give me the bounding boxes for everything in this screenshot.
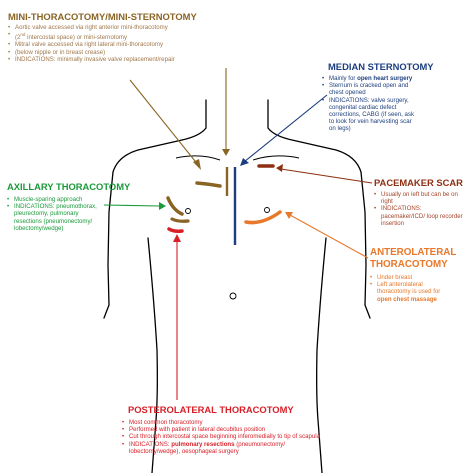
median-sternotomy-box: MEDIAN STERNOTOMY Mainly for open heart … [322,61,472,133]
posterolateral-item-2: Performed with patient in lateral decubi… [122,426,422,433]
arrow-median [240,94,328,166]
nipple-right [264,207,270,213]
arrow-pacemaker [276,164,373,184]
axillary-box: AXILLARY THORACOTOMY Muscle-sparing appr… [7,181,131,232]
posterolateral-list: Most common thoracotomy Performed with p… [122,419,422,455]
mini-item-1: Aortic valve accessed via right anterior… [8,24,270,31]
median-sternotomy-list: Mainly for open heart surgery Sternum is… [322,75,472,133]
axillary-title: AXILLARY THORACOTOMY [7,181,131,192]
clavicle-left [175,155,221,161]
anterolateral-item-1: Under breast [370,274,472,281]
posterolateral-item-1: Most common thoracotomy [122,419,422,426]
mini-thoracotomy-title: MINI-THORACOTOMY/MINI-STERNOTOMY [8,11,197,22]
mini-thoracotomy-box: MINI-THORACOTOMY/MINI-STERNOTOMY Aortic … [8,11,270,63]
axillary-item-1: Muscle-sparing approach [7,196,127,203]
median-sternotomy-title: MEDIAN STERNOTOMY [328,61,434,72]
scar-posterolateral [167,227,184,233]
clavicle-right [252,155,300,161]
median-item-1: Mainly for open heart surgery [322,75,472,82]
navel [229,292,237,300]
nipple-left [185,208,191,214]
axillary-list: Muscle-sparing approach INDICATIONS: pne… [7,196,127,232]
posterolateral-item-4: INDICATIONS: pulmonary resections (pneum… [122,441,422,455]
anterolateral-list: Under breast Left anterolateralthoracoto… [370,274,472,303]
median-item-3: INDICATIONS: valve surgery,congenital ca… [322,97,472,133]
scar-mini-thoracotomy [195,181,222,188]
arrow-anterolateral [285,212,369,259]
scar-axillary-marker [170,217,190,223]
arrow-mini [129,68,230,170]
scar-axillary [166,196,184,216]
mini-item-3: Mitral valve accessed via right lateral … [8,41,270,48]
mini-item-4: (below nipple or in breast crease) [8,49,270,56]
pacemaker-item-2: INDICATIONS:pacemaker/ICD/ loop recorder… [374,205,472,227]
mini-item-2: (2nd intercostal space) or mini-sternoto… [8,31,270,41]
mini-item-5: INDICATIONS: minimally invasive valve re… [8,56,270,63]
pacemaker-title: PACEMAKER SCAR [374,177,463,188]
arrow-posterolateral [173,234,181,400]
mini-thoracotomy-list: Aortic valve accessed via right anterior… [8,24,270,63]
posterolateral-box: POSTEROLATERAL THORACOTOMY Most common t… [122,404,422,455]
scar-anterolateral [244,210,282,225]
torso-outline [103,99,371,473]
axillary-item-2: INDICATIONS: pneumothorax,pleurectomy, p… [7,203,127,232]
posterolateral-title: POSTEROLATERAL THORACOTOMY [128,404,294,415]
posterolateral-item-3: Cut through intercostal space beginning … [122,433,422,440]
pacemaker-box: PACEMAKER SCAR Usually on left but can b… [374,177,472,227]
